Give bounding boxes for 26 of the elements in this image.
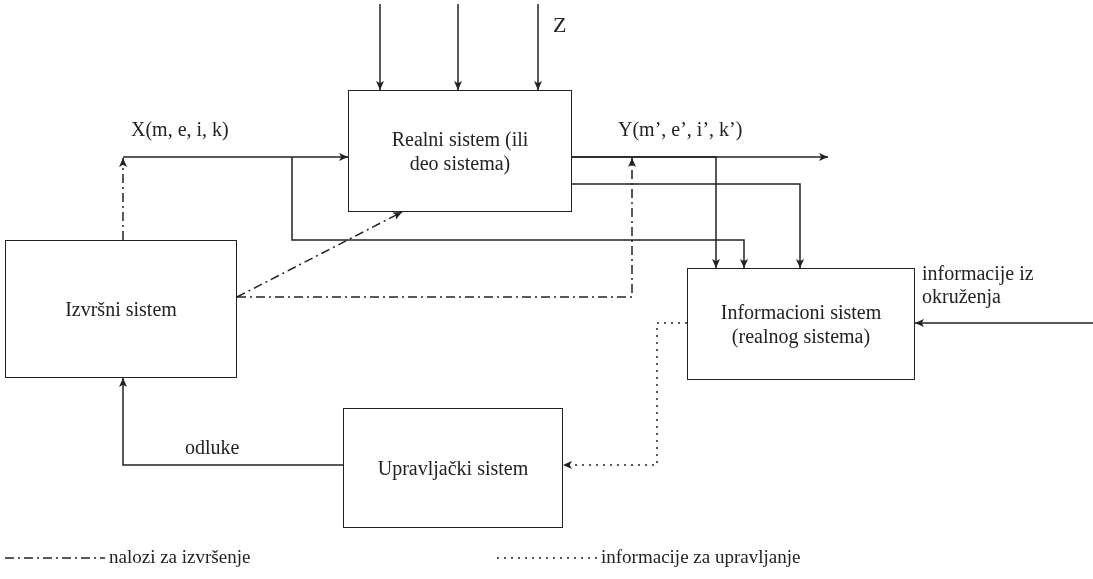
system-box bbox=[687, 268, 915, 380]
arrow bbox=[375, 3, 385, 91]
edge-label: X(m, e, i, k) bbox=[131, 118, 229, 141]
dash-dot-arrow bbox=[118, 157, 128, 241]
variable-label: Z bbox=[553, 12, 567, 38]
box-label: Upravljački sistem bbox=[377, 456, 529, 480]
arrow bbox=[533, 3, 543, 91]
system-box bbox=[348, 90, 572, 212]
arrow bbox=[118, 377, 344, 466]
arrow bbox=[122, 152, 349, 162]
dash-dot-arrow bbox=[236, 211, 403, 298]
box-label: Realni sistem (ili deo sistema) bbox=[390, 127, 530, 175]
arrow bbox=[571, 156, 721, 269]
edge-label: Y(m’, e’, i’, k’) bbox=[618, 118, 743, 141]
box-label: Informacioni sistem (realnog sistema) bbox=[719, 300, 883, 348]
dash-dot-arrow bbox=[236, 157, 637, 298]
system-box bbox=[343, 408, 563, 528]
legend-text: informacije za upravljanje bbox=[601, 546, 801, 568]
arrow bbox=[571, 183, 805, 269]
arrow bbox=[914, 318, 1093, 328]
legend-text: nalozi za izvršenje bbox=[109, 546, 251, 568]
dash-dot-arrow bbox=[562, 322, 688, 470]
box-label: Izvršni sistem bbox=[65, 297, 177, 321]
arrow bbox=[291, 156, 749, 269]
system-box bbox=[5, 240, 237, 378]
arrow bbox=[453, 3, 463, 91]
